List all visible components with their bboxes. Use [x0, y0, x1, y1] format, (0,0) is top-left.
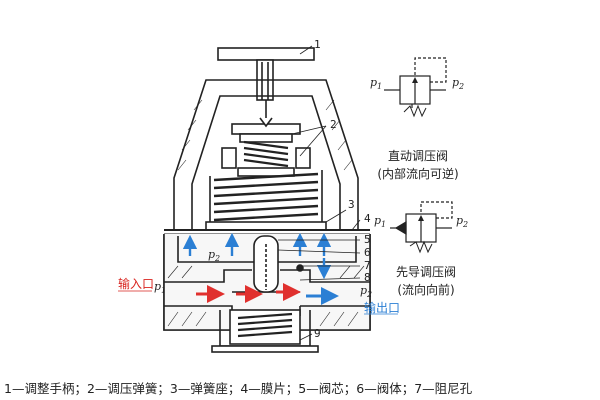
callout-4: 4 [364, 212, 371, 225]
inlet-label: 输入口 [118, 276, 154, 291]
inlet-flow-arrows [196, 283, 301, 303]
label-p2-outlet: p2 [360, 284, 372, 299]
parts-legend: 1—调整手柄；2—调压弹簧；3—弹簧座；4—膜片；5—阀芯；6—阀体；7—阻尼孔 [4, 381, 473, 396]
symbol1-p2: p2 [452, 76, 464, 91]
direct-regulator-note: (内部流向可逆) [377, 166, 458, 181]
pilot-regulator-title: 先导调压阀 [396, 265, 456, 279]
pilot-regulator-note: (流向向前) [397, 282, 454, 297]
outlet-label: 输出口 [364, 300, 400, 315]
callout-2: 2 [330, 118, 337, 131]
label-p1-inlet: p1 [154, 280, 166, 295]
callout-3: 3 [348, 198, 355, 211]
inlet-label-group: 输入口 [118, 276, 154, 292]
direct-regulator-symbol [384, 57, 447, 118]
callout-1: 1 [314, 38, 321, 51]
callout-9: 9 [314, 327, 321, 340]
valve-body [163, 47, 371, 353]
callout-leaders [277, 45, 361, 341]
label-p2-chamber: p2 [208, 248, 220, 263]
callout-8: 8 [364, 271, 371, 284]
callout-6: 6 [364, 246, 371, 259]
symbol1-p1: p1 [370, 76, 382, 91]
direct-regulator-title: 直动调压阀 [388, 149, 448, 163]
callout-5: 5 [364, 233, 371, 246]
outlet-label-group: 输出口 [364, 300, 400, 315]
pilot-regulator-symbol [390, 201, 453, 254]
adjusting-handle[interactable] [217, 47, 315, 61]
symbol2-p1: p1 [374, 214, 386, 229]
callout-7: 7 [364, 259, 371, 272]
symbol2-p2: p2 [456, 214, 468, 229]
feedback-arrows [182, 232, 332, 280]
